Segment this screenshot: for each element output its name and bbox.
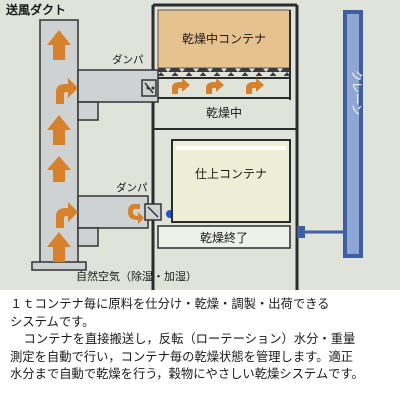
- airflow-arrows: [47, 30, 264, 262]
- label-drying-done: 乾燥終了: [200, 230, 248, 245]
- label-duct: 送風ダクト: [5, 2, 66, 17]
- caption-line: システムです。: [10, 314, 95, 329]
- damper-top: [141, 79, 157, 97]
- label-damper-top: ダンパ: [112, 53, 144, 66]
- drying-done-area: [157, 225, 291, 249]
- label-damper-bottom: ダンパ: [116, 181, 148, 194]
- description-caption: １ｔコンテナ毎に原料を仕分け・乾燥・調製・出荷できる システムです。 コンテナを…: [0, 290, 400, 400]
- crane: [297, 10, 363, 258]
- caption-line: 測定を自動で行い，コンテナ毎の乾燥状態を管理します。適正: [10, 349, 354, 364]
- label-natural-air: 自然空気（除湿・加湿）: [76, 269, 197, 283]
- drying-system-diagram: 送風ダクト ダンパ ダンパ 乾燥中コンテナ 乾燥中 仕上コンテナ 乾燥終了 クレ…: [5, 2, 364, 290]
- caption-line: １ｔコンテナ毎に原料を仕分け・乾燥・調製・出荷できる: [10, 297, 330, 311]
- caption-line: 水分まで自動で乾燥を行う，穀物にやさしい乾燥システムです。: [10, 367, 364, 381]
- building-frame: [151, 3, 299, 290]
- label-crane: クレーン: [350, 70, 364, 115]
- damper-bottom: [144, 203, 174, 221]
- label-finishing-container: 仕上コンテナ: [195, 167, 267, 181]
- drying-container: [157, 9, 291, 100]
- finishing-container: [171, 139, 291, 223]
- label-drying-container: 乾燥中コンテナ: [182, 31, 266, 46]
- caption-line: コンテナを直接搬送し，反転（ローテーション）水分・重量: [23, 332, 356, 346]
- label-drying: 乾燥中: [206, 105, 242, 120]
